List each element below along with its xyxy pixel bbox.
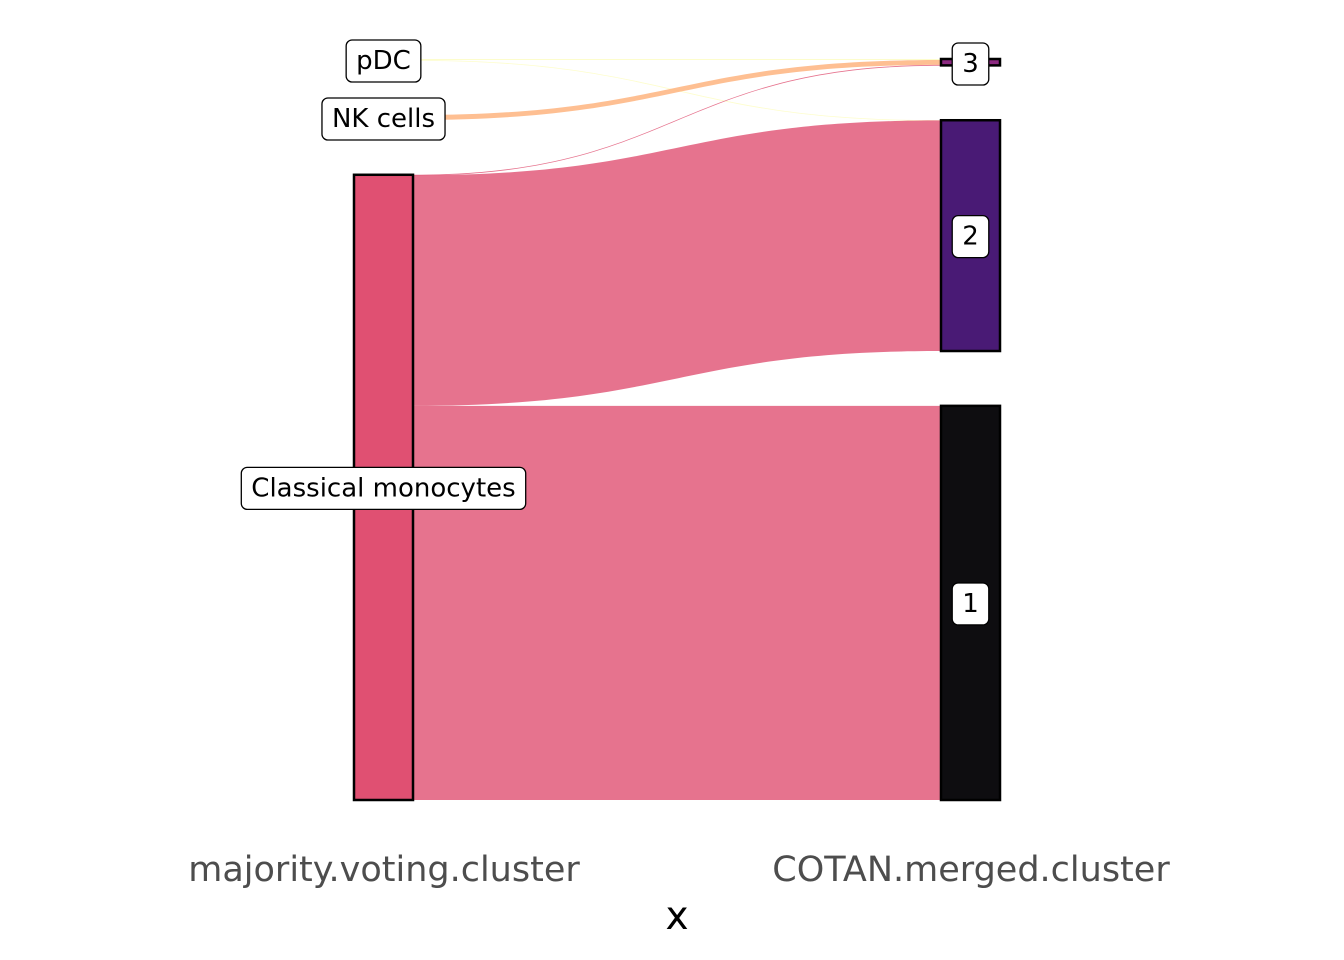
axis-tick-cotan-merged-cluster: COTAN.merged.cluster	[772, 850, 1170, 890]
node-label-3: 3	[951, 42, 990, 86]
node-label-box-nk-cells	[321, 97, 446, 141]
node-label-2: 2	[951, 214, 990, 259]
node-label-nk-cells: NK cells	[321, 97, 446, 141]
node-label-box-2	[951, 214, 990, 259]
flow-nk-cells-to-3	[413, 59, 941, 120]
nodes-layer	[352, 57, 1002, 802]
x-axis-title: x	[665, 894, 688, 939]
node-label-box-3	[951, 42, 990, 86]
node-label-classical-monocytes: Classical monocytes	[240, 466, 527, 511]
node-label-box-classical-monocytes	[240, 466, 527, 511]
node-label-text-pdc: pDC	[356, 46, 411, 76]
axis-tick-majority-voting-cluster: majority.voting.cluster	[188, 850, 580, 890]
flow-classical-monocytes-to-1	[413, 405, 941, 800]
flows-layer	[413, 59, 941, 800]
node-label-pdc: pDC	[345, 39, 422, 83]
node-label-box-1	[951, 582, 990, 626]
flow-classical-monocytes-to-3	[413, 64, 941, 176]
node-label-text-nk-cells: NK cells	[332, 104, 435, 134]
node-label-text-3: 3	[962, 49, 979, 79]
flow-pdc-to-3	[413, 59, 941, 60]
node-label-text-2: 2	[962, 222, 979, 252]
node-label-1: 1	[951, 582, 990, 626]
flow-classical-monocytes-to-2	[413, 120, 941, 406]
node-label-box-pdc	[345, 39, 422, 83]
node-label-text-1: 1	[962, 589, 979, 619]
node-label-text-classical-monocytes: Classical monocytes	[251, 473, 515, 503]
